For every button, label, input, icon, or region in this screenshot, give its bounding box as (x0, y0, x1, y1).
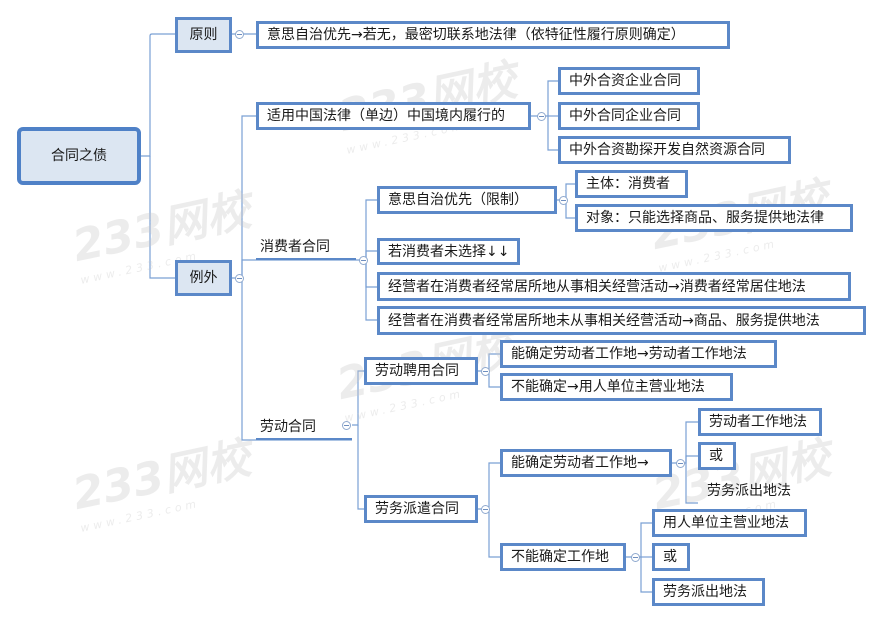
china-item-3[interactable]: 中外合资勘探开发自然资源合同 (558, 136, 791, 164)
principle-rule[interactable]: 意思自治优先→若无，最密切联系地法律（依特征性履行原则确定） (256, 21, 730, 49)
dispatch-indet-option-b[interactable]: 劳务派出地法 (652, 578, 765, 606)
dispatch-indet-or[interactable]: 或 (652, 543, 690, 571)
dispatch-det-or[interactable]: 或 (698, 442, 736, 470)
collapse-toggle[interactable] (631, 553, 640, 562)
china-item-2[interactable]: 中外合同企业合同 (558, 102, 700, 130)
dispatch-determinable[interactable]: 能确定劳动者工作地→ (500, 449, 672, 477)
collapse-toggle[interactable] (676, 459, 685, 468)
consumer-autonomy[interactable]: 意思自治优先（限制） (377, 186, 557, 214)
autonomy-subject[interactable]: 主体：消费者 (575, 170, 688, 198)
collapse-toggle[interactable] (537, 112, 546, 121)
topic-consumer-contract[interactable]: 消费者合同 (256, 236, 356, 260)
topic-labor-contract[interactable]: 劳动合同 (256, 416, 352, 440)
root-topic[interactable]: 合同之债 (17, 127, 141, 185)
autonomy-object[interactable]: 对象：只能选择商品、服务提供地法律 (575, 204, 853, 232)
consumer-not-chosen[interactable]: 若消费者未选择↓↓ (377, 238, 520, 265)
collapse-toggle[interactable] (481, 505, 490, 514)
topic-dispatch-contract[interactable]: 劳务派遣合同 (364, 495, 478, 523)
employment-indeterminable[interactable]: 不能确定→用人单位主营业地法 (500, 373, 733, 401)
collapse-toggle[interactable] (359, 256, 368, 265)
collapse-toggle[interactable] (235, 30, 244, 39)
topic-employment-contract[interactable]: 劳动聘用合同 (364, 357, 478, 385)
topic-china-law[interactable]: 适用中国法律（单边）中国境内履行的 (256, 102, 531, 130)
china-item-1[interactable]: 中外合资企业合同 (558, 67, 700, 95)
dispatch-indet-option-a[interactable]: 用人单位主营业地法 (652, 509, 807, 537)
consumer-engaged[interactable]: 经营者在消费者经常居所地从事相关经营活动→消费者经常居住地法 (377, 272, 851, 301)
dispatch-indeterminable[interactable]: 不能确定工作地 (500, 543, 626, 571)
dispatch-det-option-a[interactable]: 劳动者工作地法 (698, 408, 822, 436)
collapse-toggle[interactable] (342, 421, 351, 430)
collapse-toggle[interactable] (235, 274, 244, 283)
topic-principle[interactable]: 原则 (175, 17, 232, 53)
collapse-toggle[interactable] (481, 367, 490, 376)
employment-determinable[interactable]: 能确定劳动者工作地→劳动者工作地法 (500, 340, 777, 368)
consumer-not-engaged[interactable]: 经营者在消费者经常居所地未从事相关经营活动→商品、服务提供地法 (377, 306, 866, 335)
collapse-toggle[interactable] (559, 196, 568, 205)
dispatch-det-option-b[interactable]: 劳务派出地法 (707, 483, 791, 499)
topic-exception[interactable]: 例外 (175, 260, 232, 296)
